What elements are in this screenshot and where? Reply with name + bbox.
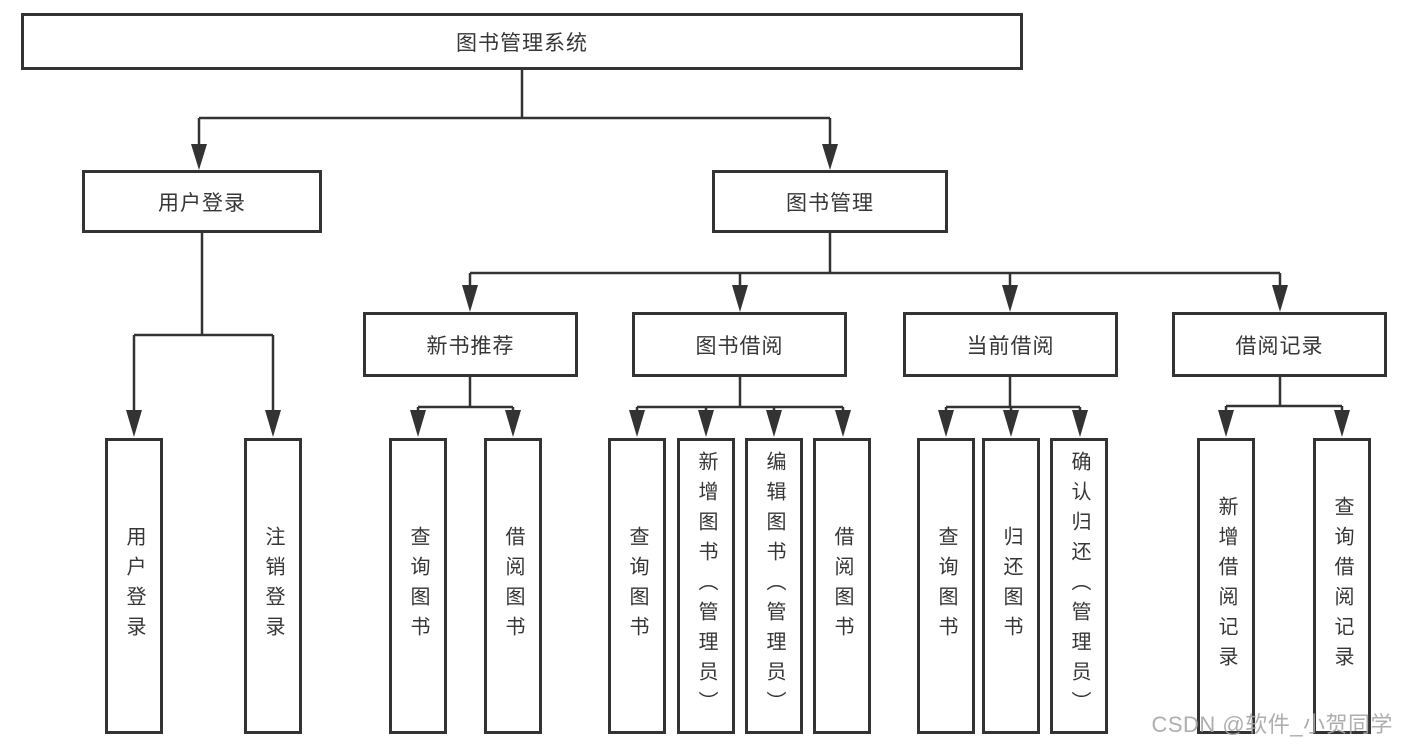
connector-book-borrowing-to-leaves (629, 377, 851, 437)
node-leaf-return-books: 归还图书 (982, 438, 1040, 734)
arrowhead-icon (698, 410, 714, 437)
node-leaf-add-borrow-record: 新增借阅记录 (1197, 438, 1255, 734)
node-label: 图书管理系统 (456, 31, 588, 55)
arrowhead-icon (1272, 285, 1288, 312)
node-leaf-query-books: 查询图书 (917, 438, 975, 734)
node-label: 查询借阅记录 (1331, 496, 1353, 676)
arrowhead-icon (126, 410, 142, 437)
arrowhead-icon (732, 285, 748, 312)
node-label: 注销登录 (262, 526, 284, 646)
connector-user-login-to-leaves (126, 233, 281, 437)
node-leaf-edit-books-admin: 编辑图书（管理员） (745, 438, 803, 734)
node-label: 借阅图书 (831, 526, 853, 646)
node-root-system: 图书管理系统 (21, 13, 1023, 70)
arrowhead-icon (1334, 410, 1350, 437)
node-current-borrowing: 当前借阅 (903, 312, 1118, 377)
node-label: 图书管理 (786, 191, 874, 215)
node-leaf-logout: 注销登录 (244, 438, 302, 734)
node-label: 用户登录 (158, 191, 246, 215)
node-leaf-user-login: 用户登录 (105, 438, 163, 734)
node-leaf-borrow-books: 借阅图书 (484, 438, 542, 734)
arrowhead-icon (1002, 285, 1018, 312)
arrowhead-icon (1072, 410, 1088, 437)
node-label: 图书借阅 (695, 334, 784, 358)
arrowhead-icon (938, 410, 954, 437)
connector-current-borrowing-to-leaves (938, 377, 1088, 437)
node-user-login: 用户登录 (82, 170, 322, 233)
node-leaf-query-borrow-record: 查询借阅记录 (1313, 438, 1371, 734)
node-label: 查询图书 (407, 526, 429, 646)
arrowhead-icon (191, 144, 207, 170)
node-label: 当前借阅 (966, 334, 1055, 358)
connector-book-management-to-level3 (462, 233, 1288, 312)
node-borrowing-records: 借阅记录 (1172, 312, 1387, 377)
arrowhead-icon (1003, 410, 1019, 437)
node-leaf-query-books: 查询图书 (389, 438, 447, 734)
node-label: 编辑图书（管理员） (763, 451, 785, 721)
node-leaf-add-books-admin: 新增图书（管理员） (677, 438, 735, 734)
node-label: 借阅记录 (1235, 334, 1324, 358)
node-book-management: 图书管理 (712, 170, 948, 233)
arrowhead-icon (410, 410, 426, 437)
node-label: 用户登录 (123, 526, 145, 646)
connector-borrowing-records-to-leaves (1218, 377, 1350, 437)
node-label: 归还图书 (1000, 526, 1022, 646)
watermark: CSDN @软件_小贺同学 (1151, 712, 1393, 737)
node-label: 确认归还（管理员） (1068, 451, 1090, 721)
node-leaf-borrow-books: 借阅图书 (813, 438, 871, 734)
node-label: 新增图书（管理员） (695, 451, 717, 721)
arrowhead-icon (265, 410, 281, 437)
node-label: 查询图书 (626, 526, 648, 646)
node-label: 借阅图书 (502, 526, 524, 646)
node-leaf-confirm-return-admin: 确认归还（管理员） (1050, 438, 1108, 734)
connector-new-book-recommend-to-leaves (410, 377, 521, 437)
node-leaf-query-books: 查询图书 (608, 438, 666, 734)
arrowhead-icon (462, 285, 478, 312)
node-book-borrowing: 图书借阅 (632, 312, 847, 377)
arrowhead-icon (822, 144, 838, 170)
node-label: 新增借阅记录 (1215, 496, 1237, 676)
node-label: 新书推荐 (426, 334, 515, 358)
arrowhead-icon (766, 410, 782, 437)
node-new-book-recommend: 新书推荐 (363, 312, 578, 377)
arrowhead-icon (835, 410, 851, 437)
connector-root-to-level2 (191, 69, 838, 170)
arrowhead-icon (1218, 410, 1234, 437)
arrowhead-icon (505, 410, 521, 437)
node-label: 查询图书 (935, 526, 957, 646)
arrowhead-icon (629, 410, 645, 437)
